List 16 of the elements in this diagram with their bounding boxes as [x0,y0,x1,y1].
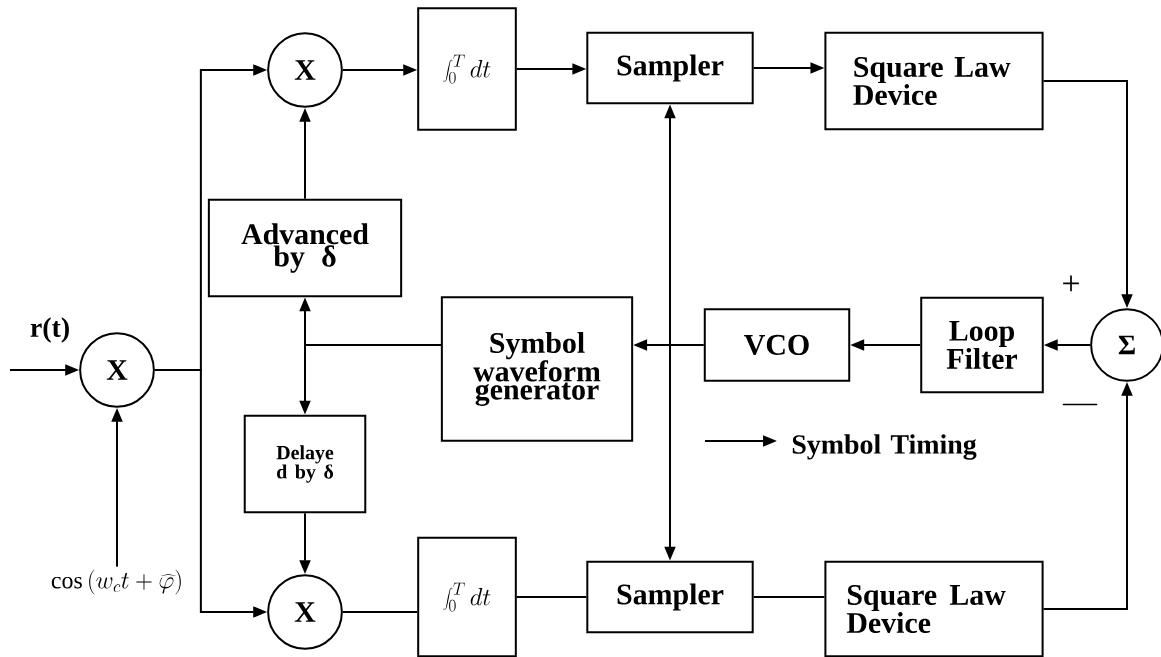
sign-label: + [1063,275,1079,292]
integrator-box: $\int_{0}^{T} dt$ [417,7,517,131]
block-box: Square Law Device [824,560,1044,657]
block-box: Square Law Device [824,31,1044,131]
block-box: Delaye d by δ [243,414,367,514]
block-box: Symbol waveform generator [440,296,634,442]
sign-label: — [1062,403,1098,406]
block-box: Advanced by δ [207,198,403,298]
legend-label: Symbol Timing [792,434,977,460]
block-box: Loop Filter [920,296,1044,394]
block-box: VCO [703,308,851,382]
edge-label: r(t) [28,316,72,344]
formula-text: $\cos\left( w_{c}t+\widehat{\varphi}\right)$ [51,569,181,595]
integrator-box: $\int_{0}^{T} dt$ [417,536,517,657]
block-box: Sampler [586,560,754,634]
block-box: Sampler [586,31,754,105]
